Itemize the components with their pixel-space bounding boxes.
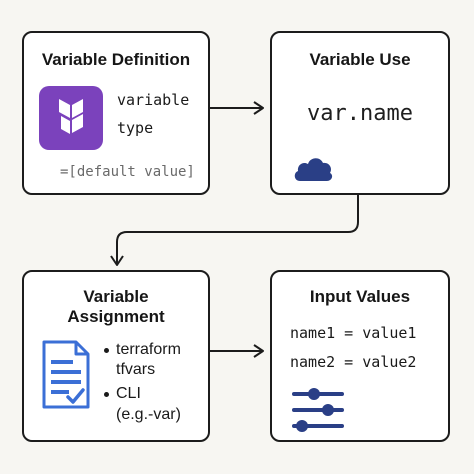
input-values-title: Input Values — [309, 287, 411, 306]
arrowhead-definition-to-use — [253, 101, 264, 115]
name2-assignment: name2 = value2 — [290, 353, 417, 371]
bullet-dot — [104, 348, 109, 353]
cloud-icon — [292, 151, 334, 183]
var-name-code: var.name — [307, 101, 413, 126]
variable-definition-box: Variable Definition variable type =[defa… — [22, 31, 210, 195]
variable-keyword: variable — [117, 91, 190, 109]
arrowhead-assignment-to-input — [253, 344, 264, 358]
arrow-use-to-assignment — [116, 195, 359, 264]
variable-assignment-box: Variable Assignment terraform tfvars CLI… — [22, 270, 210, 442]
cli-bullet-line2: (e.g.-var) — [116, 406, 181, 423]
tfvars-bullet-line2: tfvars — [116, 361, 156, 378]
variable-use-box: Variable Use var.name — [270, 31, 450, 195]
variable-type: type — [117, 119, 154, 137]
bullet-dot — [104, 392, 109, 397]
tfvars-bullet-line1: terraform — [116, 341, 181, 358]
terraform-logo-icon — [39, 86, 103, 150]
arrowhead-use-to-assignment — [110, 255, 124, 266]
variable-assignment-title-line1: Variable — [83, 287, 149, 306]
document-checklist-icon — [42, 340, 92, 410]
input-values-box: Input Values name1 = value1 name2 = valu… — [270, 270, 450, 442]
variable-assignment-title-line2: Assignment — [67, 307, 165, 326]
default-value-text: =[default value] — [60, 164, 195, 180]
cli-bullet-line1: CLI — [116, 385, 141, 402]
sliders-icon — [290, 384, 346, 434]
variable-definition-title: Variable Definition — [41, 50, 191, 69]
name1-assignment: name1 = value1 — [290, 324, 417, 342]
variable-use-title: Variable Use — [309, 50, 411, 69]
